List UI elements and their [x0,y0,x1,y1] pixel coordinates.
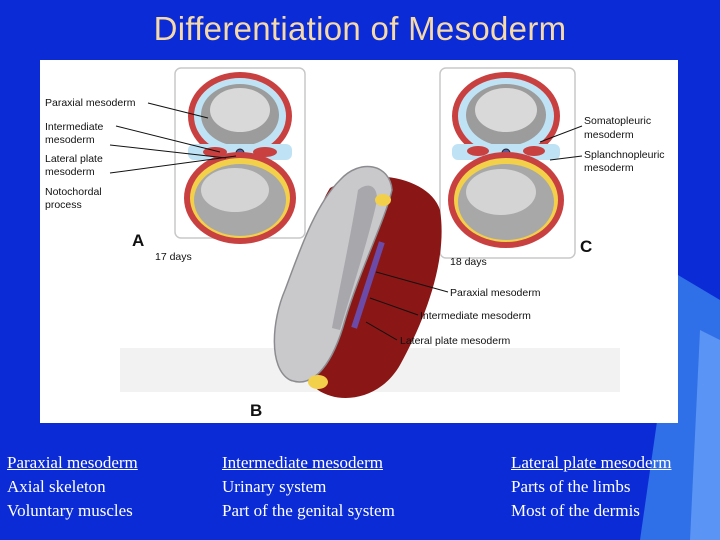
column-lateral-plate: Lateral plate mesoderm Parts of the limb… [511,451,671,523]
cross-section-a [174,67,306,244]
neural-groove [332,185,377,330]
label-notochordal-line2: process [45,199,82,211]
panel-c-days: 18 days [450,256,487,268]
label-notochordal-line1: Notochordal [45,186,102,198]
column-lateral-plate-heading: Lateral plate mesoderm [511,453,672,472]
column-lateral-plate-line-2: Most of the dermis [511,501,640,520]
label-paraxial-mesoderm-left: Paraxial mesoderm [45,97,136,109]
label-splanchnopleuric-line1: Splanchnopleuric [584,149,665,161]
column-intermediate-heading: Intermediate mesoderm [222,453,383,472]
label-splanchnopleuric-line2: mesoderm [584,162,634,174]
column-paraxial-line-1: Axial skeleton [7,477,106,496]
slide-title: Differentiation of Mesoderm [153,10,567,47]
paraxial-block-a-right [253,147,277,157]
panel-letter-a: A [132,231,144,250]
column-paraxial: Paraxial mesoderm Axial skeleton Volunta… [7,451,138,523]
yolk-spot-bottom [308,375,328,389]
label-lateral-plate-mesoderm-center: Lateral plate mesoderm [400,335,511,347]
intermediate-strip [351,241,385,329]
column-intermediate-line-1: Urinary system [222,477,327,496]
label-paraxial-mesoderm-center: Paraxial mesoderm [450,287,541,299]
column-paraxial-heading: Paraxial mesoderm [7,453,138,472]
embryo-dorsal-b [273,165,442,398]
panel-letter-c: C [580,237,592,256]
column-intermediate-line-2: Part of the genital system [222,501,395,520]
panel-a-days: 17 days [155,251,192,263]
yolk-spot-top [375,194,391,206]
column-paraxial-line-2: Voluntary muscles [7,501,133,520]
label-lateral-plate-line1: Lateral plate [45,153,103,165]
label-somatopleuric-line2: mesoderm [584,129,634,141]
embryo-figure: Paraxial mesoderm Intermediate mesoderm … [40,60,678,423]
label-lateral-plate-line2: mesoderm [45,166,95,178]
cross-section-c [439,67,576,259]
label-somatopleuric-line1: Somatopleuric [584,115,651,127]
paraxial-block-c-left [467,146,489,156]
paraxial-block-c-right [523,146,545,156]
column-lateral-plate-line-1: Parts of the limbs [511,477,631,496]
leader-lines [109,102,583,341]
label-intermediate-line2: mesoderm [45,134,95,146]
panel-letter-b: B [250,401,262,420]
embryo-diagram: Paraxial mesoderm Intermediate mesoderm … [45,67,665,420]
label-intermediate-line1: Intermediate [45,121,104,133]
column-intermediate: Intermediate mesoderm Urinary system Par… [222,451,395,523]
label-intermediate-mesoderm-center: Intermediate mesoderm [420,310,531,322]
